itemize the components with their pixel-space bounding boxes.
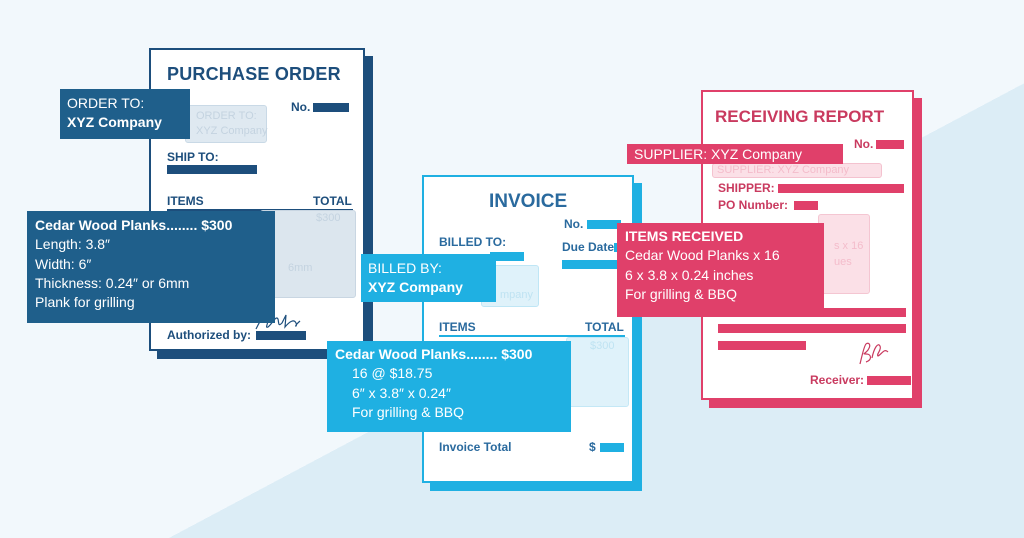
invoice-title: INVOICE xyxy=(489,191,568,212)
invoice-items-header: ITEMS xyxy=(439,320,476,334)
shipper-label: SHIPPER: xyxy=(718,181,775,195)
report-line-redacted-3 xyxy=(718,341,806,350)
invoice-item-line-2: 16 @ $18.75 xyxy=(352,365,433,382)
po-number-redacted xyxy=(313,103,349,112)
po-ghost-item: 6mm xyxy=(288,262,313,274)
billed-by-callout-value: XYZ Company xyxy=(368,279,463,296)
invoice-total-label: Invoice Total xyxy=(439,440,512,454)
items-ghost-text-2: ues xyxy=(834,256,852,268)
invoice-item-line-1: Cedar Wood Planks........ $300 xyxy=(335,346,533,362)
receiver-signature-icon xyxy=(859,342,889,365)
invoice-number-redacted xyxy=(587,220,621,229)
billed-to-label: BILLED TO: xyxy=(439,235,507,249)
po-items-header: ITEMS xyxy=(167,194,204,208)
po-item-callout: Cedar Wood Planks........ $300 Length: 3… xyxy=(27,211,275,323)
po-item-line-2: Length: 3.8″ xyxy=(35,236,111,253)
po-number-field-label: PO Number: xyxy=(718,198,789,212)
items-received-callout: ITEMS RECEIVED Cedar Wood Planks x 16 6 … xyxy=(617,223,824,317)
receiver-redacted xyxy=(867,376,911,385)
po-item-line-4: Thickness: 0.24″ or 6mm xyxy=(35,274,190,291)
po-item-line-5: Plank for grilling xyxy=(35,294,135,311)
billed-to-redacted xyxy=(490,252,524,261)
items-received-line-2: 6 x 3.8 x 0.24 inches xyxy=(625,266,754,283)
order-to-ghost-value: XYZ Company xyxy=(196,125,268,137)
billed-by-callout-label: BILLED BY: xyxy=(368,260,442,276)
order-to-callout-value: XYZ Company xyxy=(67,114,162,131)
due-date-redacted-b xyxy=(562,260,624,269)
invoice-item-line-4: For grilling & BBQ xyxy=(352,403,465,420)
po-total-header: TOTAL xyxy=(313,194,352,208)
billed-by-ghost-text: mpany xyxy=(500,289,534,301)
po-items-ghost-box xyxy=(260,210,356,298)
billed-by-callout: BILLED BY: XYZ Company xyxy=(361,254,496,302)
report-number-redacted xyxy=(876,140,904,149)
shipper-redacted xyxy=(778,184,904,193)
invoice-total-header: TOTAL xyxy=(585,320,624,334)
items-received-title: ITEMS RECEIVED xyxy=(625,228,744,244)
po-ghost-total: $300 xyxy=(316,212,341,224)
authorized-by-label: Authorized by: xyxy=(167,328,251,342)
items-ghost-text: s x 16 xyxy=(834,240,864,252)
po-number-field-redacted xyxy=(794,201,818,210)
invoice-item-line-3: 6″ x 3.8″ x 0.24″ xyxy=(352,384,451,401)
ship-to-label: SHIP TO: xyxy=(167,150,219,164)
po-item-line-3: Width: 6″ xyxy=(35,255,92,272)
supplier-callout-text: SUPPLIER: XYZ Company xyxy=(634,146,803,162)
supplier-ghost-text: SUPPLIER: XYZ Company xyxy=(717,164,850,176)
items-received-line-3: For grilling & BBQ xyxy=(625,285,738,302)
invoice-items-ghost-box xyxy=(566,337,629,407)
authorized-by-redacted xyxy=(256,331,306,340)
ship-to-redacted xyxy=(167,165,257,174)
po-item-line-1: Cedar Wood Planks........ $300 xyxy=(35,217,233,233)
receiver-label: Receiver: xyxy=(810,373,865,387)
purchase-order-title: PURCHASE ORDER xyxy=(167,64,341,84)
invoice-items-divider xyxy=(439,335,625,337)
supplier-callout: SUPPLIER: XYZ Company xyxy=(627,144,843,164)
invoice-total-dollar: $ xyxy=(589,440,596,454)
invoice-number-label: No. xyxy=(564,217,584,231)
invoice-item-callout: Cedar Wood Planks........ $300 16 @ $18.… xyxy=(327,341,571,432)
invoice-ghost-total: $300 xyxy=(590,340,615,352)
items-ghost-box xyxy=(818,214,870,294)
due-date-label: Due Date xyxy=(562,240,615,254)
report-number-label: No. xyxy=(854,137,874,151)
order-to-callout-label: ORDER TO: xyxy=(67,95,145,111)
invoice-total-redacted xyxy=(600,443,624,452)
order-to-ghost-label: ORDER TO: xyxy=(196,110,257,122)
report-line-redacted-2 xyxy=(718,324,906,333)
po-number-label: No. xyxy=(291,100,311,114)
order-to-callout: ORDER TO: XYZ Company xyxy=(60,89,190,139)
receiving-report-title: RECEIVING REPORT xyxy=(715,107,885,126)
items-received-line-1: Cedar Wood Planks x 16 xyxy=(625,247,780,264)
